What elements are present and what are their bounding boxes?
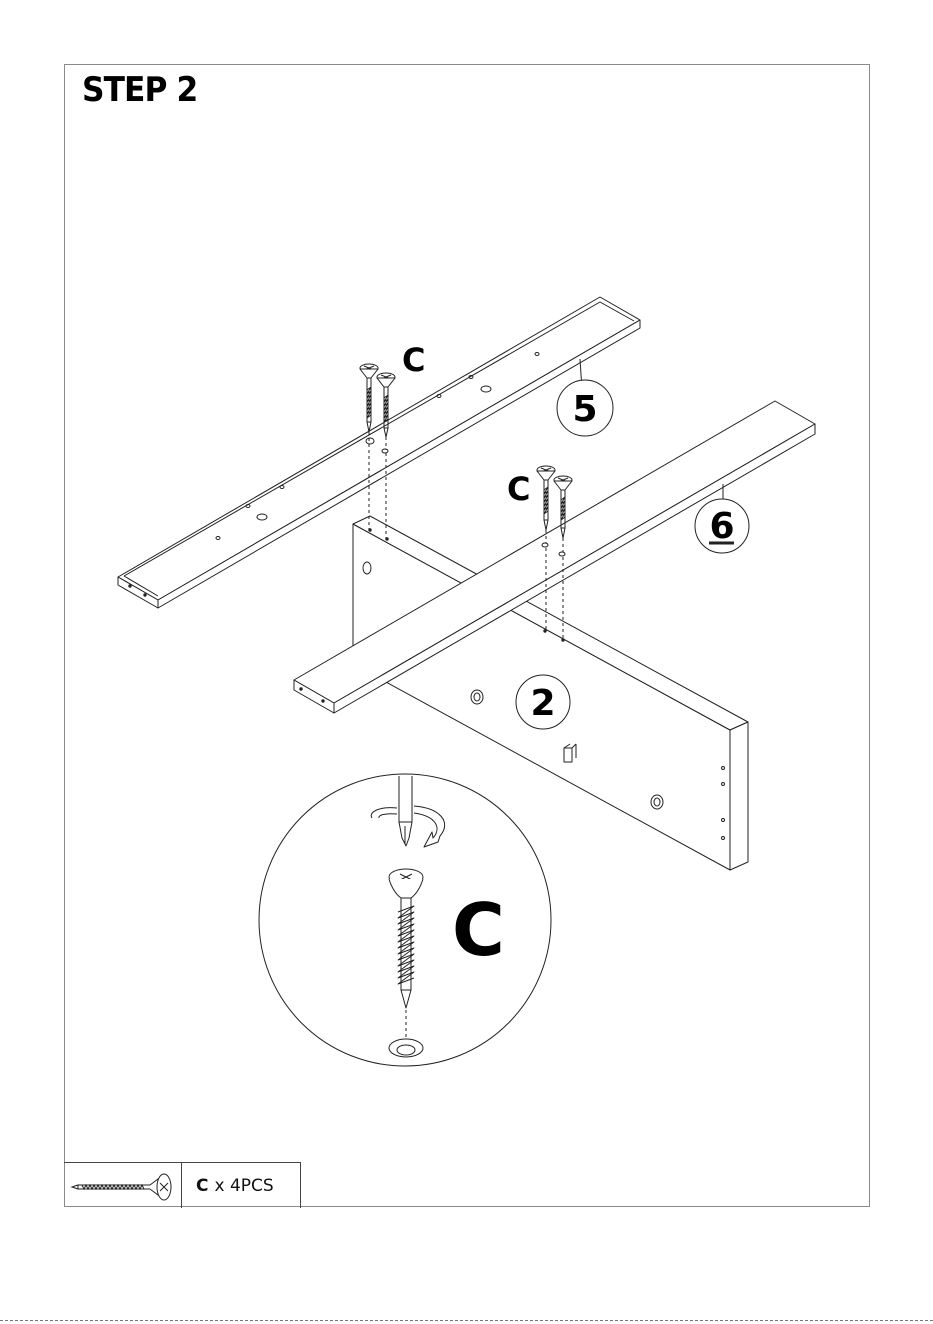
- page-cut-line: [0, 1320, 933, 1321]
- panel-number-6: 6: [709, 506, 734, 547]
- screw-icon: [537, 466, 555, 530]
- detail-letter-c: C: [452, 888, 505, 972]
- screw-icon: [360, 364, 378, 432]
- panel-number-5: 5: [572, 389, 597, 430]
- parts-letter: C: [196, 1176, 208, 1196]
- detail-circle: [259, 774, 551, 1066]
- screw-callout-c-2: C: [507, 470, 530, 508]
- panel-number-2: 2: [530, 683, 555, 724]
- parts-icon-cell: [64, 1163, 182, 1208]
- parts-quantity: x 4PCS: [214, 1176, 273, 1196]
- screw-icon: [64, 1163, 182, 1208]
- parts-list: C x 4PCS: [64, 1162, 301, 1208]
- screw-callout-c-1: C: [402, 341, 425, 379]
- parts-quantity-cell: C x 4PCS: [182, 1163, 300, 1208]
